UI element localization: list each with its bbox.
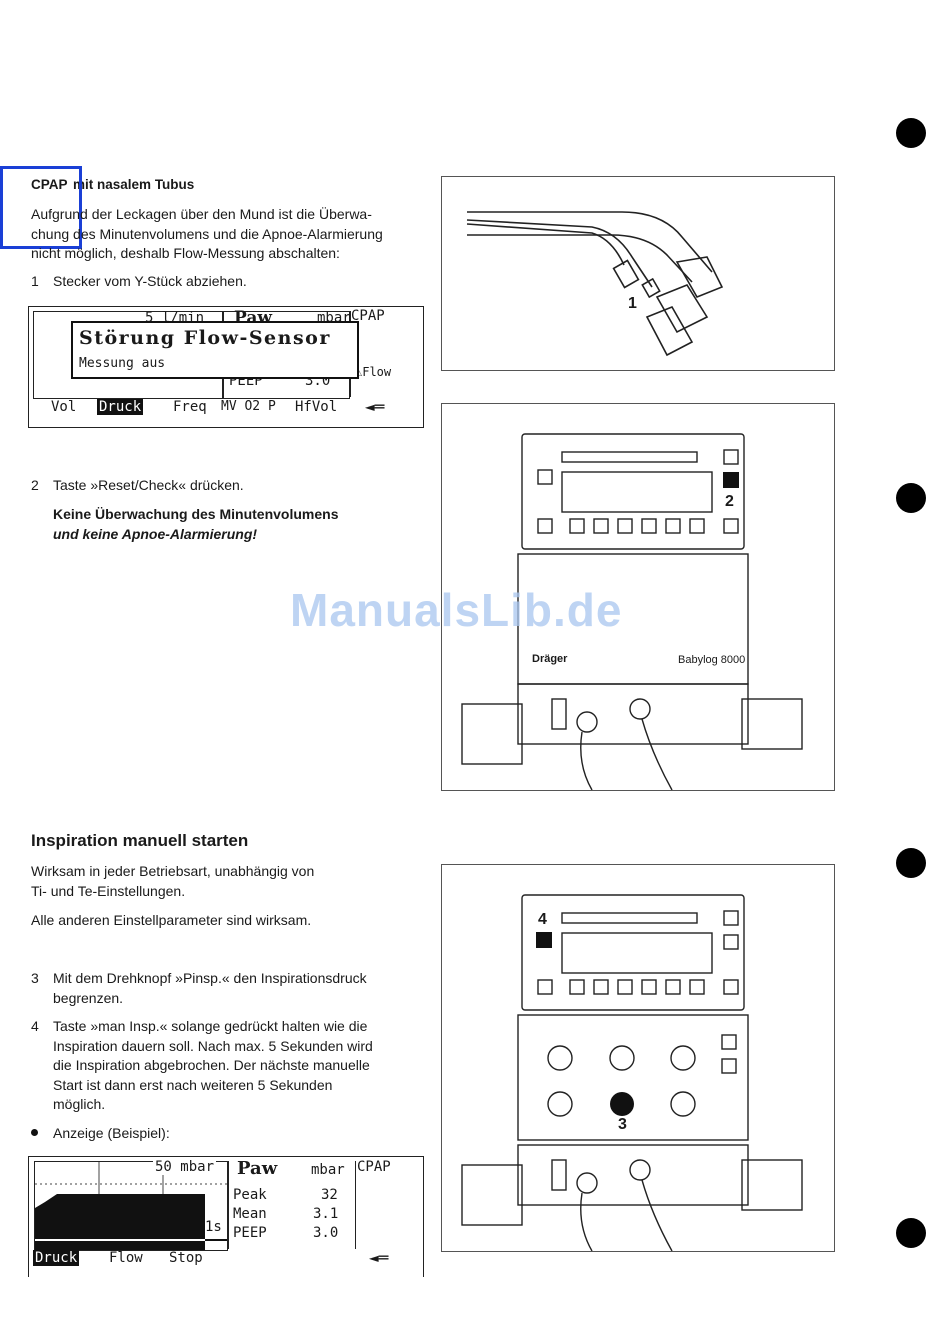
step-line: Inspiration dauern soll. Nach max. 5 Sek… — [53, 1037, 373, 1054]
binding-hole — [896, 1218, 926, 1248]
menu-item-freq[interactable]: Freq — [173, 399, 207, 415]
step-3-number: 3 — [31, 970, 39, 986]
intro-line: Aufgrund der Leckagen über den Mund ist … — [31, 206, 372, 222]
step-line: Mit dem Drehknopf »Pinsp.« den Inspirati… — [53, 970, 367, 986]
warning-line: Keine Überwachung des Minutenvolumens — [53, 506, 339, 522]
lcd-values-area — [228, 1161, 354, 1249]
menu-item-stop[interactable]: Stop — [169, 1250, 203, 1266]
step-2-number: 2 — [31, 477, 39, 493]
lcd-peep-label: PEEP — [233, 1225, 267, 1241]
step-1-number: 1 — [31, 273, 39, 289]
lcd-peak-label: Peak — [233, 1187, 267, 1203]
flow-label-text: Flow — [362, 365, 392, 379]
binding-hole — [896, 118, 926, 148]
callout-2: 2 — [725, 493, 734, 510]
step-4-number: 4 — [31, 1018, 39, 1034]
paragraph-1: Wirksam in jeder Betriebsart, unabhängig… — [31, 862, 314, 901]
step-line: Start ist dann erst nach weiteren 5 Seku… — [53, 1076, 333, 1093]
lcd-display-flow-error: 5 l/min Paw mbar CPAP PEEP 3.0 ⚠Flow Stö… — [28, 306, 424, 428]
lcd-mode: CPAP — [357, 1159, 391, 1175]
menu-item-druck[interactable]: Druck — [33, 1250, 80, 1266]
intro-line: chung des Minutenvolumens und die Apnoe-… — [31, 225, 383, 242]
menu-item-mv-o2-p[interactable]: MV O2 P — [221, 399, 276, 414]
lcd-mode: CPAP — [351, 308, 385, 324]
figure-babylog-knobs: 4 3 — [441, 864, 835, 1252]
lcd-mean-value: 3.1 — [313, 1206, 339, 1222]
bullet-text: Anzeige (Beispiel): — [53, 1125, 170, 1141]
lcd-scale: 50 mbar — [153, 1159, 217, 1175]
lcd-mean-label: Mean — [233, 1206, 267, 1222]
paragraph-line: Ti- und Te-Einstellungen. — [31, 882, 186, 899]
lcd-display-pressure: 50 mbar 1s Paw mbar CPAP Peak 32 Mean 3.… — [28, 1156, 424, 1277]
babylog-knobs-illustration — [461, 894, 803, 1252]
step-1-text: Stecker vom Y-Stück abziehen. — [53, 273, 247, 289]
figure-y-piece: 1 — [441, 176, 835, 371]
menu-item-vol[interactable]: Vol — [51, 399, 77, 415]
binding-hole — [896, 483, 926, 513]
section-heading-cpap: CPAP mit nasalem Tubus — [31, 175, 194, 195]
section-heading-manual-inspiration: Inspiration manuell starten — [31, 831, 249, 850]
lcd-mode-area — [355, 1161, 420, 1249]
heading-nasal-tube: mit nasalem Tubus — [73, 177, 195, 192]
selection-highlight — [0, 166, 82, 249]
lcd-peep-value: 3.0 — [313, 1225, 339, 1241]
callout-1: 1 — [628, 295, 637, 312]
back-arrow-icon[interactable]: ◄═ — [365, 397, 385, 416]
lcd-peak-value: 32 — [321, 1187, 338, 1203]
menu-item-druck[interactable]: Druck — [97, 399, 144, 415]
brand-label: Dräger — [532, 653, 568, 665]
step-line: die Inspiration abgebrochen. Der nächste… — [53, 1057, 370, 1073]
reset-check-key — [723, 472, 739, 488]
step-3-text: Mit dem Drehknopf »Pinsp.« den Inspirati… — [53, 969, 367, 1008]
warning-line: und keine Apnoe-Alarmierung! — [53, 525, 258, 542]
step-line: Taste »man Insp.« solange gedrückt halte… — [53, 1018, 368, 1034]
step-line: begrenzen. — [53, 989, 124, 1006]
popup-title: Störung Flow-Sensor — [79, 327, 331, 349]
paragraph-2: Alle anderen Einstellparameter sind wirk… — [31, 912, 312, 928]
callout-3: 3 — [618, 1116, 627, 1133]
lcd-paw-label: Paw — [237, 1158, 278, 1179]
callout-4: 4 — [538, 911, 547, 928]
step-4-text: Taste »man Insp.« solange gedrückt halte… — [53, 1017, 373, 1115]
step-line: möglich. — [53, 1096, 106, 1112]
babylog-device-illustration — [461, 433, 803, 791]
pressure-curve-fill — [35, 1194, 205, 1250]
popup-subtitle: Messung aus — [79, 356, 166, 371]
model-label: Babylog 8000 — [678, 654, 746, 666]
figure-babylog-front: 2 Dräger Babylog 8000 — [441, 403, 835, 791]
lcd-unit: mbar — [311, 1162, 345, 1178]
menu-item-flow[interactable]: Flow — [109, 1250, 143, 1266]
menu-item-hfvol[interactable]: HfVol — [295, 399, 338, 415]
binding-hole — [896, 848, 926, 878]
bullet-icon — [31, 1129, 38, 1136]
paragraph-line: Wirksam in jeder Betriebsart, unabhängig… — [31, 863, 315, 879]
watermark: ManualsLib.de — [290, 584, 623, 636]
lcd-flow-label: ⚠Flow — [355, 365, 391, 379]
intro-paragraph: Aufgrund der Leckagen über den Mund ist … — [31, 205, 383, 264]
step-2-text: Taste »Reset/Check« drücken. — [53, 477, 244, 493]
error-popup: Störung Flow-Sensor Messung aus — [71, 321, 359, 379]
man-insp-key — [536, 932, 552, 948]
intro-line: nicht möglich, deshalb Flow-Messung absc… — [31, 245, 340, 261]
lcd-curve-area — [34, 1161, 228, 1251]
lcd-time: 1s — [205, 1219, 222, 1235]
warning-text: Keine Überwachung des Minutenvolumens un… — [53, 505, 339, 544]
heading-cpap: CPAP — [31, 177, 68, 192]
pressure-curve-graph — [35, 1162, 227, 1250]
pinsp-knob — [610, 1092, 634, 1116]
back-arrow-icon[interactable]: ◄═ — [369, 1248, 389, 1267]
y-piece-illustration — [466, 211, 724, 357]
